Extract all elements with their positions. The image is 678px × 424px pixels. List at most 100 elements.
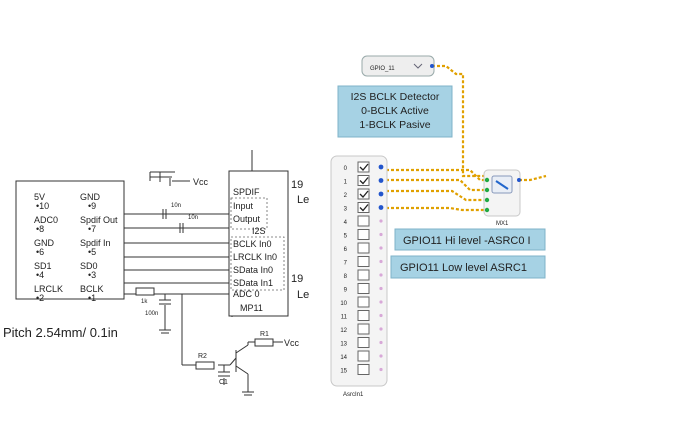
i2s-pin-sdata1: SData In1 <box>233 278 273 288</box>
asrc-channel-number: 7 <box>344 261 348 267</box>
checkmark-icon <box>359 163 369 171</box>
asrc-channel-checkbox[interactable] <box>357 202 370 213</box>
connector-pin-number: •10 <box>36 201 49 211</box>
r1-label: R1 <box>260 331 269 338</box>
connector-pin-number: •6 <box>36 247 44 257</box>
connector-pin-name: SD1 <box>34 261 52 271</box>
spdif-group <box>230 197 268 230</box>
asrc-output-pin[interactable] <box>379 219 383 223</box>
note-box <box>337 85 453 138</box>
asrc-output-pin[interactable] <box>379 313 383 318</box>
c1-label: C1 <box>219 379 228 386</box>
asrc-output-pin[interactable] <box>378 191 384 197</box>
asrc-output-pin[interactable] <box>378 205 384 210</box>
gpio-output-pin[interactable] <box>430 64 434 68</box>
asrc-channel-checkbox[interactable] <box>357 175 370 186</box>
connector-pin-name: SD0 <box>80 261 98 271</box>
asrc-channel-checkbox[interactable] <box>357 337 370 348</box>
asrc-channel-number: 8 <box>344 274 348 280</box>
asrc-channel-number: 12 <box>340 328 347 334</box>
asrc-channel-checkbox[interactable] <box>357 256 370 267</box>
asrc-output-pin[interactable] <box>379 300 383 304</box>
label-lo-box <box>390 255 546 279</box>
vcc-top-label: Vcc <box>193 177 209 187</box>
cap2-label: 10n <box>188 215 198 221</box>
asrc-channel-number: 2 <box>344 193 348 199</box>
asrc-channel-number: 6 <box>344 247 348 253</box>
asrc-channel-number: 11 <box>341 315 348 321</box>
resistor-1k-label: 1k <box>141 299 148 305</box>
asrc-channel-checkbox[interactable] <box>357 283 370 294</box>
asrc-channel-checkbox[interactable] <box>357 229 370 240</box>
asrc-channel-number: 13 <box>340 342 347 348</box>
spdif-caps <box>159 209 184 305</box>
asrc-output-pin[interactable] <box>379 354 383 358</box>
adc-pin: ADC 0 <box>233 289 260 299</box>
cap-100n-label: 100n <box>145 311 158 317</box>
connector-pin-name: Spdif Out <box>80 215 118 225</box>
asrc-output-pin[interactable] <box>379 340 383 345</box>
asrc-channel-number: 1 <box>344 180 348 186</box>
mux-arrow-icon <box>495 180 509 190</box>
resistor-1k <box>135 287 155 296</box>
connector-pin-number: •9 <box>88 201 96 211</box>
connector-pin-name: ADC0 <box>34 215 58 225</box>
asrc-output-pin[interactable] <box>379 259 383 264</box>
asrc-channel-checkbox[interactable] <box>357 269 370 281</box>
note-line-1: I2S BCLK Detector <box>351 91 440 103</box>
pitch-label: Pitch 2.54mm/ 0.1in <box>3 325 118 340</box>
asrc-output-pin[interactable] <box>379 232 383 237</box>
asrc-channel-number: 3 <box>344 207 348 213</box>
label-lo: GPIO11 Low level ASRC1 <box>400 262 527 274</box>
checkmark-icon <box>359 190 369 198</box>
connector-pin-name: GND <box>80 192 101 202</box>
connector-pin-number: •4 <box>36 270 44 280</box>
chip-body <box>228 170 289 317</box>
asrc-output-pin[interactable] <box>378 178 384 183</box>
note-line-2: 0-BCLK Active <box>361 105 429 117</box>
mux-input-pins <box>484 177 490 213</box>
chip-name: MP11 <box>240 303 263 313</box>
asrc-channel-number: 4 <box>344 220 348 226</box>
asrc-channel-checkbox[interactable] <box>357 350 370 362</box>
asrc-channel-checkbox[interactable] <box>357 310 370 321</box>
asrc-channel-number: 15 <box>340 369 347 375</box>
asrc-channel-number: 9 <box>344 288 348 294</box>
asrc-output-pin[interactable] <box>379 273 383 277</box>
asrc-channel-number: 0 <box>344 166 348 172</box>
asrc-channel-checkbox[interactable] <box>357 215 370 227</box>
checkmark-icon <box>359 177 369 185</box>
r2-label: R2 <box>198 353 207 360</box>
spdif-pin-input: Input <box>233 201 254 211</box>
label-hi-box <box>394 228 546 251</box>
asrc-output-pin[interactable] <box>379 367 383 372</box>
asrc-channel-number: 10 <box>340 301 347 307</box>
connector-pin-number: •7 <box>88 224 96 234</box>
asrc-output-pin[interactable] <box>379 327 383 331</box>
pin-19-a: 19 <box>291 179 303 191</box>
asrc-channel-number: 5 <box>344 234 348 240</box>
connector-pin-number: •2 <box>36 293 44 303</box>
asrc-channel-number: 14 <box>340 355 347 361</box>
asrc-channel-checkbox[interactable] <box>357 296 370 308</box>
connector-pin-number: •3 <box>88 270 96 280</box>
connector-pin-number: •1 <box>88 293 96 303</box>
asrc-output-pin[interactable] <box>378 164 384 170</box>
asrc-output-pin[interactable] <box>379 286 383 291</box>
asrc-channel-checkbox[interactable] <box>357 242 370 254</box>
asrc-channel-checkbox[interactable] <box>357 188 370 200</box>
asrc-output-pin[interactable] <box>379 246 383 250</box>
mux-output-pin[interactable] <box>517 178 521 182</box>
asrc-channel-checkbox[interactable] <box>357 364 370 375</box>
label-hi: GPIO11 Hi level -ASRC0 I <box>403 235 531 247</box>
chevron-down-icon[interactable] <box>413 63 423 69</box>
asrc-channel-checkbox[interactable] <box>357 323 370 335</box>
i2s-block-title: I2S <box>252 226 266 236</box>
asrc-channel-checkbox[interactable] <box>357 161 370 173</box>
connector-pin-name: BCLK <box>80 284 104 294</box>
le-a: Le <box>297 194 309 206</box>
connector-pin-number: •8 <box>36 224 44 234</box>
cap1-label: 10n <box>171 203 181 209</box>
